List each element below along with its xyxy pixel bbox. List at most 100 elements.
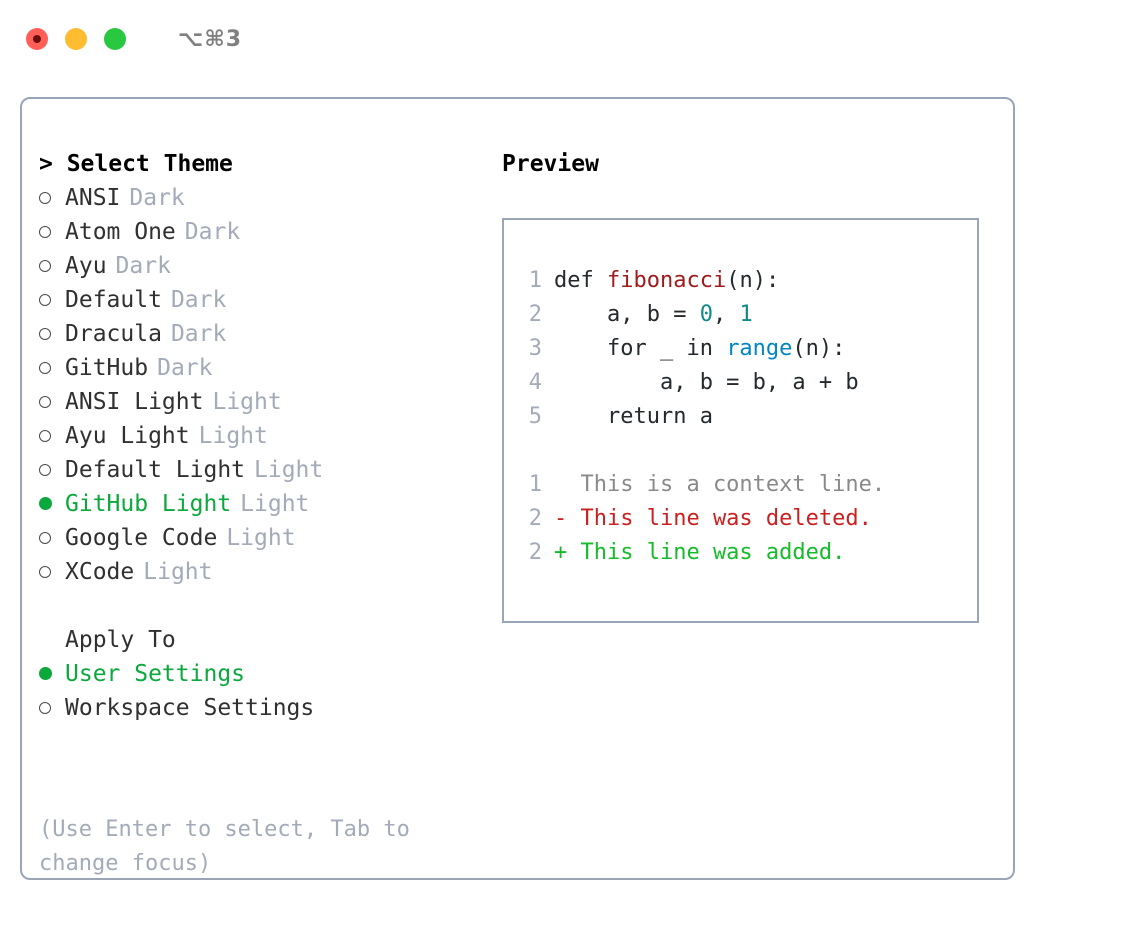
code-token: (n):	[792, 336, 846, 361]
theme-list-item[interactable]: Default Light Light	[39, 453, 479, 487]
preview-heading: Preview	[502, 151, 599, 177]
code-line-text: a, b = 0, 1	[542, 298, 753, 332]
code-line-number: 5	[528, 404, 542, 429]
traffic-lights	[26, 28, 126, 50]
radio-unselected-icon	[39, 351, 65, 385]
theme-list-item[interactable]: Dracula Dark	[39, 317, 479, 351]
code-token: return a	[554, 404, 713, 429]
theme-name-label: Dracula	[65, 321, 162, 347]
radio-unselected-icon	[39, 555, 65, 589]
theme-name-label: Ayu	[65, 253, 107, 279]
theme-variant-label: Dark	[157, 355, 213, 381]
code-line-number: 3	[528, 336, 542, 361]
keyboard-shortcut-label: ⌥⌘3	[178, 26, 243, 52]
theme-variant-label: Light	[212, 389, 282, 415]
code-token: a, b =	[554, 302, 700, 327]
theme-variant-label: Light	[198, 423, 268, 449]
radio-selected-icon	[39, 657, 65, 691]
theme-name-label: Google Code	[65, 525, 218, 551]
theme-name-label: ANSI	[65, 185, 121, 211]
theme-name-label: Default Light	[65, 457, 246, 483]
code-line-text: def fibonacci(n):	[542, 264, 779, 298]
radio-unselected-icon	[39, 181, 65, 215]
diff-line-text: + This line was added.	[554, 540, 846, 565]
radio-unselected-icon	[39, 215, 65, 249]
theme-list-item[interactable]: Google Code Light	[39, 521, 479, 555]
theme-name-label: GitHub Light	[65, 491, 232, 517]
theme-name-label: GitHub	[65, 355, 149, 381]
apply-to-heading: Apply To	[65, 627, 176, 653]
code-token: (n):	[726, 268, 780, 293]
radio-unselected-icon	[39, 419, 65, 453]
theme-variant-label: Light	[254, 457, 324, 483]
diff-line-text: - This line was deleted.	[554, 506, 872, 531]
code-token: 1	[739, 302, 753, 327]
diff-line-number: 2	[528, 540, 542, 565]
keyboard-hint-text: (Use Enter to select, Tab to change focu…	[39, 817, 410, 876]
diff-line: 1 This is a context line.	[504, 468, 977, 502]
radio-unselected-icon	[39, 385, 65, 419]
theme-variant-label: Dark	[170, 287, 227, 313]
code-token: 0	[699, 302, 713, 327]
radio-unselected-icon	[39, 249, 65, 283]
code-line: 5 return a	[504, 400, 977, 434]
theme-variant-label: Light	[226, 525, 296, 551]
radio-unselected-icon	[39, 317, 65, 351]
theme-variant-label: Light	[240, 491, 310, 517]
code-token: fibonacci	[606, 268, 727, 293]
apply-to-option[interactable]: Workspace Settings	[39, 691, 479, 725]
theme-list-item[interactable]: GitHub Light Light	[39, 487, 479, 521]
window-titlebar: ⌥⌘3	[0, 0, 1140, 78]
close-window-button[interactable]	[26, 28, 48, 50]
diff-sample: 1 This is a context line. 2 - This line wa…	[504, 468, 977, 570]
maximize-window-button[interactable]	[104, 28, 126, 50]
theme-list-item[interactable]: ANSI Dark	[39, 181, 479, 215]
code-line-number: 1	[528, 268, 542, 293]
select-theme-heading: > Select Theme	[39, 151, 233, 177]
theme-variant-label: Light	[143, 559, 213, 585]
theme-name-label: Ayu Light	[65, 423, 190, 449]
diff-line-text: This is a context line.	[554, 472, 886, 497]
theme-list-item[interactable]: GitHub Dark	[39, 351, 479, 385]
code-token: range	[726, 336, 793, 361]
code-token: def	[554, 268, 607, 293]
minimize-window-button[interactable]	[65, 28, 87, 50]
theme-variant-label: Dark	[170, 321, 227, 347]
theme-name-label: Atom One	[65, 219, 176, 245]
code-line-text: a, b = b, a + b	[542, 366, 859, 400]
apply-to-option[interactable]: User Settings	[39, 657, 479, 691]
theme-list-item[interactable]: Ayu Light Light	[39, 419, 479, 453]
code-line: 4 a, b = b, a + b	[504, 366, 977, 400]
code-token: ,	[712, 302, 740, 327]
theme-list-item[interactable]: Ayu Dark	[39, 249, 479, 283]
code-line-text: return a	[542, 400, 713, 434]
radio-unselected-icon	[39, 283, 65, 317]
apply-to-option-label: User Settings	[65, 661, 246, 687]
code-line-number: 2	[528, 302, 542, 327]
radio-selected-icon	[39, 487, 65, 521]
diff-line-number: 1	[528, 472, 542, 497]
code-token: a, b = b, a + b	[554, 370, 859, 395]
radio-unselected-icon	[39, 691, 65, 725]
theme-list-item[interactable]: Default Dark	[39, 283, 479, 317]
code-line: 3 for _ in range(n):	[504, 332, 977, 366]
code-token: for _ in	[554, 336, 727, 361]
radio-unselected-icon	[39, 521, 65, 555]
theme-name-label: Default	[65, 287, 162, 313]
theme-variant-label: Dark	[129, 185, 185, 211]
theme-variant-label: Dark	[115, 253, 171, 279]
diff-line-number: 2	[528, 506, 542, 531]
code-line-number: 4	[528, 370, 542, 395]
apply-to-option-label: Workspace Settings	[65, 695, 315, 721]
code-diff-spacer	[504, 434, 977, 468]
